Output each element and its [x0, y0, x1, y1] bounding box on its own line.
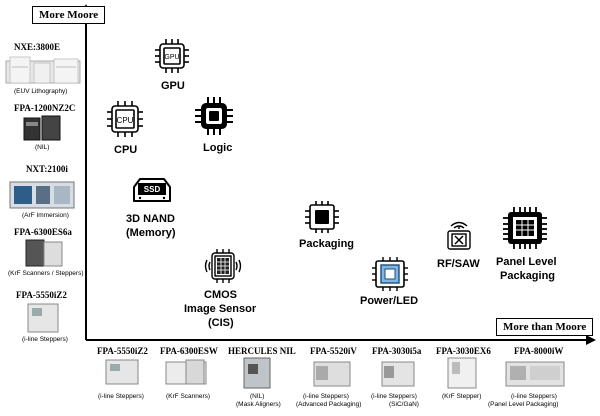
nand-label-line2: (Memory) [126, 227, 176, 239]
bottom-machine-image-7 [505, 361, 565, 387]
bottom-machine-desc-5a: (i-line Steppers) [371, 393, 417, 400]
cpu-label: CPU [114, 144, 138, 156]
gpu-chip-icon: GPU [155, 39, 189, 73]
bottom-machine-desc-1: (i-line Steppers) [98, 393, 144, 400]
cpu-chip-icon: CPU [107, 101, 143, 137]
left-machine-desc-2: (NIL) [35, 144, 50, 151]
bottom-machine-desc-7b: (Panel Level Packaging) [488, 401, 559, 408]
rf-chip-icon [447, 221, 471, 250]
left-machine-name-2: FPA-1200NZ2C [14, 103, 76, 113]
bottom-machine-image-5 [381, 361, 415, 387]
ssd-chip-text: SSD [144, 185, 161, 194]
left-machine-desc-3: (ArF Immersion) [22, 212, 69, 219]
nil-machine-image [23, 115, 61, 141]
y-axis-label: More Moore [32, 6, 106, 24]
x-axis-label: More than Moore [496, 318, 594, 336]
left-machine-name-1: NXE:3800E [14, 42, 61, 52]
bottom-machine-image-1 [105, 359, 139, 385]
image-sensor-icon [204, 249, 242, 283]
power-led-label: Power/LED [360, 295, 419, 307]
power-led-chip-icon [372, 257, 408, 291]
bottom-machine-desc-2: (KrF Scanners) [166, 393, 211, 400]
ssd-drive-icon: SSD [133, 178, 171, 202]
left-machine-desc-5: (i-line Steppers) [22, 336, 68, 343]
bottom-machine-name-6: FPA-3030EX6 [436, 346, 491, 356]
x-axis-arrowhead [586, 335, 596, 345]
bottom-machine-image-2 [165, 359, 207, 385]
bottom-machine-image-4 [313, 361, 351, 387]
bottom-machine-name-4: FPA-5520iV [310, 346, 357, 356]
bottom-machine-desc-3a: (NIL) [250, 393, 265, 400]
krf-machine-image [25, 239, 63, 267]
bottom-machine-desc-7a: (i-line Steppers) [511, 393, 557, 400]
packaging-label: Packaging [299, 238, 355, 250]
left-machine-desc-1: (EUV Lithography) [14, 88, 68, 95]
bottom-machine-desc-4b: (Advanced Packaging) [296, 401, 362, 408]
left-machine-name-3: NXT:2100i [26, 164, 68, 174]
logic-chip-icon [195, 97, 233, 135]
gpu-label: GPU [161, 80, 185, 92]
gpu-chip-text: GPU [164, 54, 179, 61]
panel-label-line1: Panel Level [496, 256, 557, 268]
bottom-machine-desc-3b: (Mask Aligners) [236, 401, 281, 408]
iline-machine-image [27, 303, 59, 333]
bottom-machine-name-3: HERCULES NIL [228, 346, 296, 356]
left-machine-name-4: FPA-6300ES6a [14, 227, 72, 237]
bottom-machine-desc-6: (KrF Stepper) [442, 393, 482, 400]
bottom-machine-image-3 [243, 357, 271, 389]
packaging-chip-icon [305, 201, 339, 233]
bottom-machine-name-1: FPA-5550iZ2 [97, 346, 148, 356]
bottom-machine-desc-4a: (i-line Steppers) [303, 393, 349, 400]
euv-machine-image [5, 56, 81, 84]
panel-packaging-chip-icon [503, 207, 547, 249]
bottom-machine-name-2: FPA-6300ESW [160, 346, 218, 356]
bottom-machine-image-6 [447, 357, 477, 389]
panel-label-line2: Packaging [500, 270, 556, 282]
left-machine-name-5: FPA-5550iZ2 [16, 290, 67, 300]
bottom-machine-name-7: FPA-8000iW [514, 346, 564, 356]
bottom-machine-desc-5b: (SiC/GaN) [389, 401, 419, 408]
cpu-chip-text: CPU [117, 116, 134, 125]
cmos-label-line3: (CIS) [208, 317, 234, 329]
cmos-label-line2: Image Sensor [184, 303, 257, 315]
left-machine-desc-4: (KrF Scanners / Steppers) [8, 270, 84, 277]
rf-saw-label: RF/SAW [437, 258, 480, 270]
cmos-label-line1: CMOS [204, 289, 237, 301]
arf-machine-image [9, 181, 75, 209]
nand-label-line1: 3D NAND [126, 213, 175, 225]
logic-label: Logic [203, 142, 233, 154]
bottom-machine-name-5: FPA-3030i5a [372, 346, 422, 356]
